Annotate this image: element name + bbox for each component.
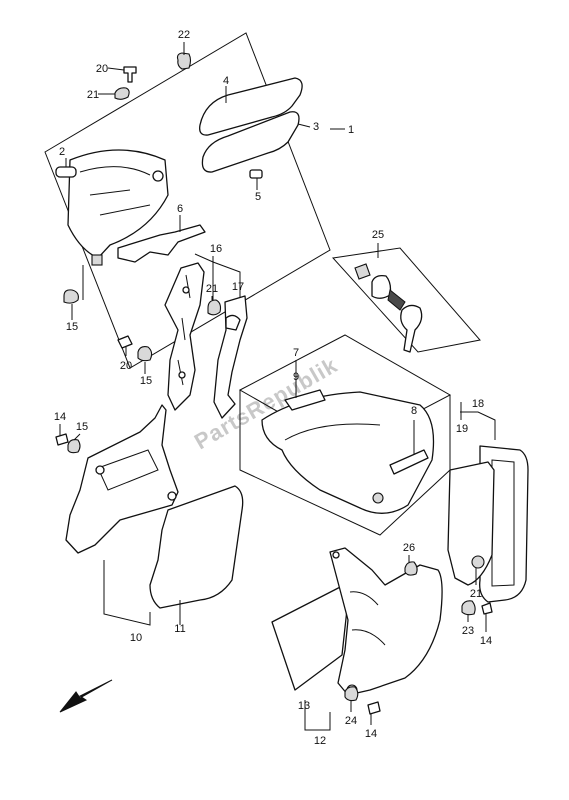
cover-grommet-7 <box>372 492 384 504</box>
callout-4: 4 <box>223 75 229 87</box>
cushion-9 <box>284 389 326 411</box>
callout-1: 1 <box>348 124 354 136</box>
callout-5: 5 <box>255 191 261 203</box>
grommet-15b <box>137 346 153 362</box>
lock-nut <box>354 263 371 280</box>
side-cover-12-detail <box>349 591 386 646</box>
leaders-group-1 <box>65 42 345 232</box>
bracket-line-10 <box>103 560 151 626</box>
group-side-cover-7 <box>238 247 481 536</box>
group-12-13 <box>271 547 443 731</box>
callout-16: 16 <box>210 243 222 255</box>
callout-22: 22 <box>178 29 190 41</box>
lock-cylinder <box>371 274 392 299</box>
grommet-26 <box>404 561 418 576</box>
screw-14c <box>367 701 381 715</box>
key-stem <box>387 289 406 311</box>
panel-4 <box>199 77 303 136</box>
callout-8: 8 <box>411 405 417 417</box>
bracket-17-hole <box>225 314 241 331</box>
callout-3: 3 <box>313 121 319 133</box>
callout-24: 24 <box>345 715 357 727</box>
callout-7: 7 <box>293 347 299 359</box>
callout-23: 23 <box>462 625 474 637</box>
leaders-group-7 <box>295 243 415 455</box>
cover-10-grommet <box>95 465 105 475</box>
grommet-23 <box>461 600 476 616</box>
callout-21a: 21 <box>87 89 99 101</box>
grommet-24 <box>344 686 359 702</box>
cover-nut <box>91 254 103 266</box>
callout-21b: 21 <box>206 283 218 295</box>
callout-15b: 15 <box>140 375 152 387</box>
cushion-22 <box>176 52 192 70</box>
grommet-5 <box>249 169 263 179</box>
callout-20a: 20 <box>96 63 108 75</box>
grommet-21c <box>471 555 485 569</box>
callout-2: 2 <box>59 146 65 158</box>
callout-19: 19 <box>456 423 468 435</box>
side-cover-part <box>261 391 435 514</box>
bracket-line-12 <box>304 700 331 731</box>
bracket-bolt <box>182 286 190 294</box>
group-box-7 <box>239 390 451 536</box>
leaders-misc <box>59 296 487 725</box>
cover-detail <box>79 166 151 216</box>
callout-17: 17 <box>232 281 244 293</box>
front-arrow-icon <box>59 679 113 713</box>
side-cover-12 <box>329 547 443 696</box>
washer-21 <box>114 87 130 100</box>
bracket-box-18 <box>460 411 496 440</box>
screw-14b <box>481 602 493 615</box>
callout-25: 25 <box>372 229 384 241</box>
callout-26: 26 <box>403 542 415 554</box>
bracket-box-16 <box>194 253 241 310</box>
grommet-21b <box>207 299 222 316</box>
cover-10-grommet-2 <box>167 491 177 501</box>
cover-grommet <box>152 170 164 182</box>
panel-3 <box>201 111 300 173</box>
callout-12: 12 <box>314 735 326 747</box>
grommet-15 <box>63 289 79 304</box>
grommet-15c <box>67 439 81 454</box>
group-18-19 <box>447 402 529 616</box>
screw-14 <box>55 433 69 446</box>
callout-21c: 21 <box>470 588 482 600</box>
callout-6: 6 <box>177 203 183 215</box>
callout-10: 10 <box>130 632 142 644</box>
callout-15c: 15 <box>76 421 88 433</box>
group-frame-cover-1 <box>44 32 331 369</box>
callout-11: 11 <box>174 623 185 635</box>
group-16-17 <box>164 253 248 419</box>
callout-20b: 20 <box>120 360 132 372</box>
callout-14a: 14 <box>54 411 66 423</box>
emblem-2 <box>55 166 77 178</box>
callout-13: 13 <box>298 700 310 712</box>
callout-14b: 14 <box>480 635 492 647</box>
group-10-11 <box>55 404 244 626</box>
bracket-6 <box>117 224 206 263</box>
cover-11 <box>149 485 244 609</box>
callout-labels: 1 2 3 4 5 6 7 8 9 10 11 12 13 14 14 14 1… <box>54 29 492 747</box>
callout-18: 18 <box>472 398 484 410</box>
bracket-bolt-2 <box>178 371 186 379</box>
callout-14c: 14 <box>365 728 377 740</box>
cover-12-mount <box>332 551 340 559</box>
bracket-17 <box>213 295 248 419</box>
group-20-15-mid <box>117 335 153 374</box>
callout-15a: 15 <box>66 321 78 333</box>
panel-13 <box>271 581 351 691</box>
cover-10-detail <box>97 449 159 491</box>
cover-crease <box>284 423 381 441</box>
screw-20b <box>117 335 133 349</box>
bracket-19 <box>447 461 495 586</box>
callout-9: 9 <box>293 371 299 383</box>
emblem-8 <box>389 449 429 475</box>
group-box-1 <box>44 32 331 369</box>
screw-20 <box>123 66 137 83</box>
frame-cover-part <box>67 149 169 259</box>
key-25 <box>400 304 423 353</box>
